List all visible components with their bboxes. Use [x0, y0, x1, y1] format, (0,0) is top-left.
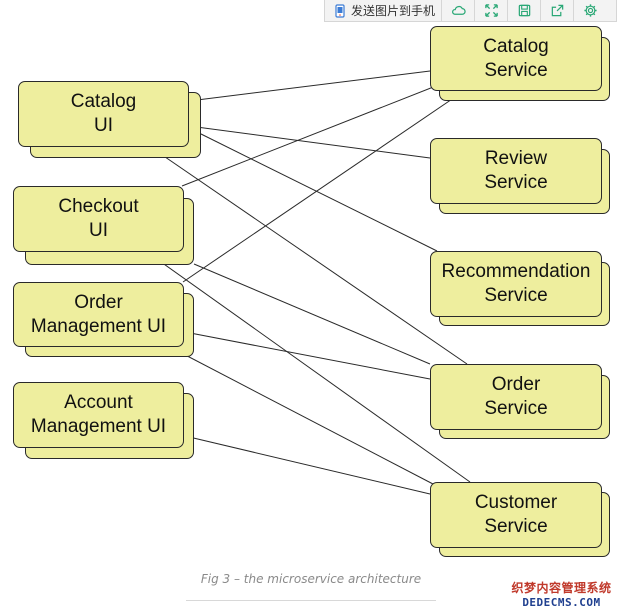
edge-catalog-ui-to-review-service — [188, 125, 431, 159]
edge-account-management-ui-to-customer-service — [184, 435, 431, 495]
watermark-line-1: 织梦内容管理系统 — [511, 581, 612, 595]
expand-button[interactable] — [475, 0, 509, 21]
catalog-service-label: Catalog Service — [483, 35, 549, 81]
image-toolbar: 发送图片到手机 — [324, 0, 617, 22]
save-icon — [518, 4, 530, 17]
catalog-ui-label: Catalog UI — [70, 91, 137, 136]
checkout-ui-node: Checkout UI — [13, 186, 184, 252]
order-management-ui-node: Order Management UI — [13, 282, 184, 347]
watermark-line-2: DEDECMS.COM — [522, 596, 601, 609]
order-service-label: Order Service — [484, 374, 548, 419]
share-icon — [551, 4, 563, 17]
send-to-phone-button[interactable]: 发送图片到手机 — [325, 0, 443, 21]
edge-catalog-ui-to-recommendation-service — [198, 132, 438, 252]
edge-order-management-ui-to-catalog-service — [182, 92, 462, 283]
cloud-button[interactable] — [442, 0, 476, 21]
edge-order-management-ui-to-order-service — [184, 331, 431, 380]
save-button[interactable] — [508, 0, 542, 21]
edge-checkout-ui-to-catalog-service — [181, 81, 447, 187]
review-service-node: Review Service — [430, 138, 602, 204]
caption-divider — [186, 600, 436, 601]
cloud-icon — [451, 5, 466, 15]
gear-icon — [583, 4, 597, 17]
edge-checkout-ui-to-customer-service — [146, 251, 471, 483]
order-service-node: Order Service — [430, 364, 602, 430]
catalog-ui-node: Catalog UI — [18, 81, 189, 147]
recommendation-service-label: Recommendation Service — [441, 261, 591, 306]
edge-checkout-ui-to-order-service — [193, 263, 431, 365]
share-button[interactable] — [541, 0, 575, 21]
checkout-ui-label: Checkout UI — [58, 196, 139, 241]
send-to-phone-label: 发送图片到手机 — [351, 4, 436, 18]
phone-send-icon — [335, 3, 345, 18]
edge-catalog-ui-to-order-service — [151, 147, 468, 365]
catalog-service-node: Catalog Service — [430, 26, 602, 91]
account-management-ui-node: Account Management UI — [13, 382, 184, 448]
site-watermark: 织梦内容管理系统 DEDECMS.COM — [506, 580, 617, 615]
customer-service-node: Customer Service — [430, 482, 602, 548]
review-service-label: Review Service — [484, 148, 548, 193]
account-management-ui-label: Account Management UI — [30, 392, 167, 437]
expand-icon — [484, 4, 498, 17]
customer-service-label: Customer Service — [474, 492, 558, 537]
edge-order-management-ui-to-customer-service — [169, 346, 434, 485]
edge-catalog-ui-to-catalog-service — [188, 70, 431, 102]
microservice-diagram: Catalog UI Checkout UI Order Management … — [13, 26, 610, 557]
connections — [146, 70, 471, 495]
settings-button[interactable] — [574, 0, 606, 21]
figure-caption: Fig 3 – the microservice architecture — [200, 572, 422, 586]
recommendation-service-node: Recommendation Service — [430, 251, 602, 317]
order-management-ui-label: Order Management UI — [30, 291, 167, 337]
